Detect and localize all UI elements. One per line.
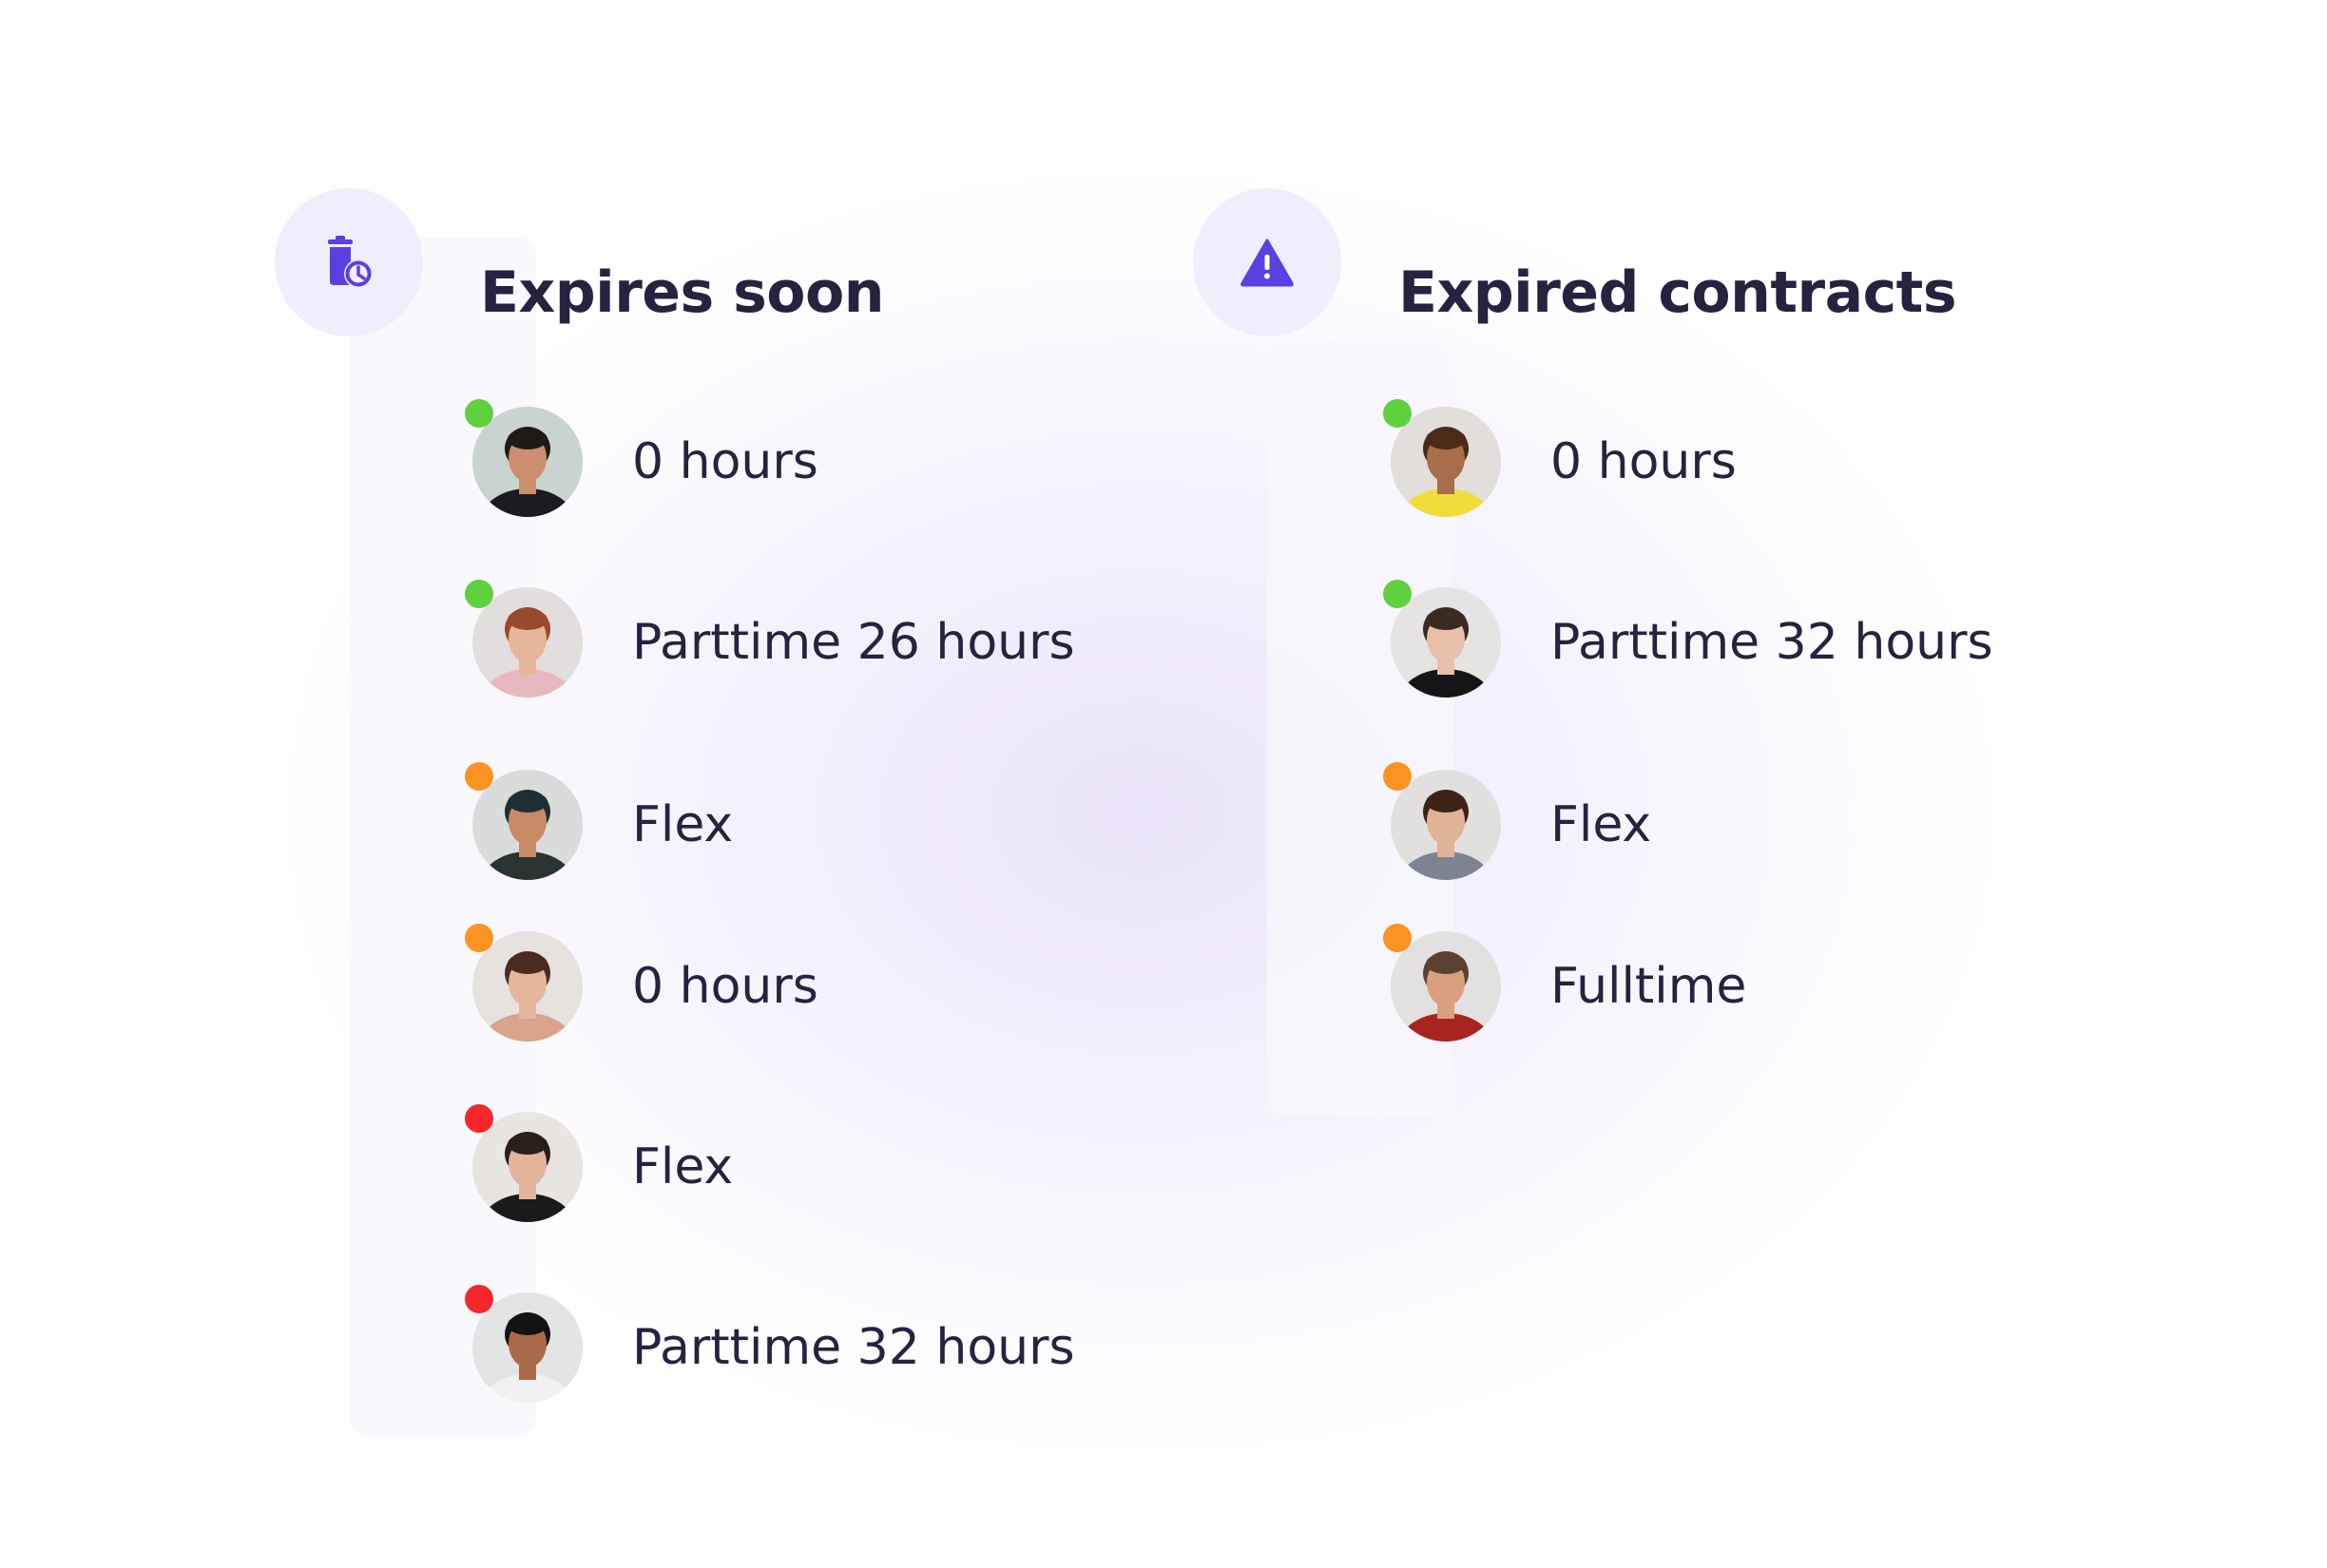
avatar — [472, 1112, 583, 1222]
avatar — [1391, 931, 1501, 1042]
avatar — [472, 931, 583, 1042]
contract-type-label: Flex — [1550, 796, 1652, 853]
contract-type-label: 0 hours — [632, 433, 818, 490]
contract-type-label: Parttime 32 hours — [632, 1319, 1075, 1376]
status-dot — [465, 580, 493, 608]
status-dot — [465, 1285, 493, 1313]
warning-triangle-icon — [1193, 188, 1341, 336]
panel-title: Expires soon — [480, 259, 884, 326]
avatar — [472, 407, 583, 517]
contract-type-label: 0 hours — [632, 958, 818, 1015]
list-item[interactable]: Parttime 32 hours — [1383, 580, 2151, 711]
avatar — [1391, 587, 1501, 698]
avatar — [472, 587, 583, 698]
list-item[interactable]: 0 hours — [1383, 399, 2151, 530]
list-item[interactable]: Parttime 32 hours — [465, 1285, 1233, 1416]
panel-title: Expired contracts — [1398, 259, 1957, 326]
trash-clock-icon — [275, 188, 423, 336]
avatar — [1391, 770, 1501, 880]
status-dot — [1383, 580, 1412, 608]
contract-type-label: Flex — [632, 796, 734, 853]
status-dot — [465, 762, 493, 791]
list-item[interactable]: Parttime 26 hours — [465, 580, 1233, 711]
list-item[interactable]: Flex — [1383, 762, 2151, 893]
contract-type-label: Fulltime — [1550, 958, 1747, 1015]
contract-type-label: 0 hours — [1550, 433, 1737, 490]
list-item[interactable]: Flex — [465, 762, 1233, 893]
list-item[interactable]: Fulltime — [1383, 924, 2151, 1055]
avatar — [472, 770, 583, 880]
status-dot — [1383, 399, 1412, 428]
avatar — [1391, 407, 1501, 517]
list-item[interactable]: 0 hours — [465, 924, 1233, 1055]
status-dot — [465, 1104, 493, 1133]
contract-type-label: Parttime 26 hours — [632, 614, 1075, 671]
list-item[interactable]: Flex — [465, 1104, 1233, 1235]
list-item[interactable]: 0 hours — [465, 399, 1233, 530]
status-dot — [465, 924, 493, 952]
avatar — [472, 1292, 583, 1403]
status-dot — [465, 399, 493, 428]
contract-type-label: Flex — [632, 1138, 734, 1195]
status-dot — [1383, 924, 1412, 952]
contract-type-label: Parttime 32 hours — [1550, 614, 1993, 671]
status-dot — [1383, 762, 1412, 791]
